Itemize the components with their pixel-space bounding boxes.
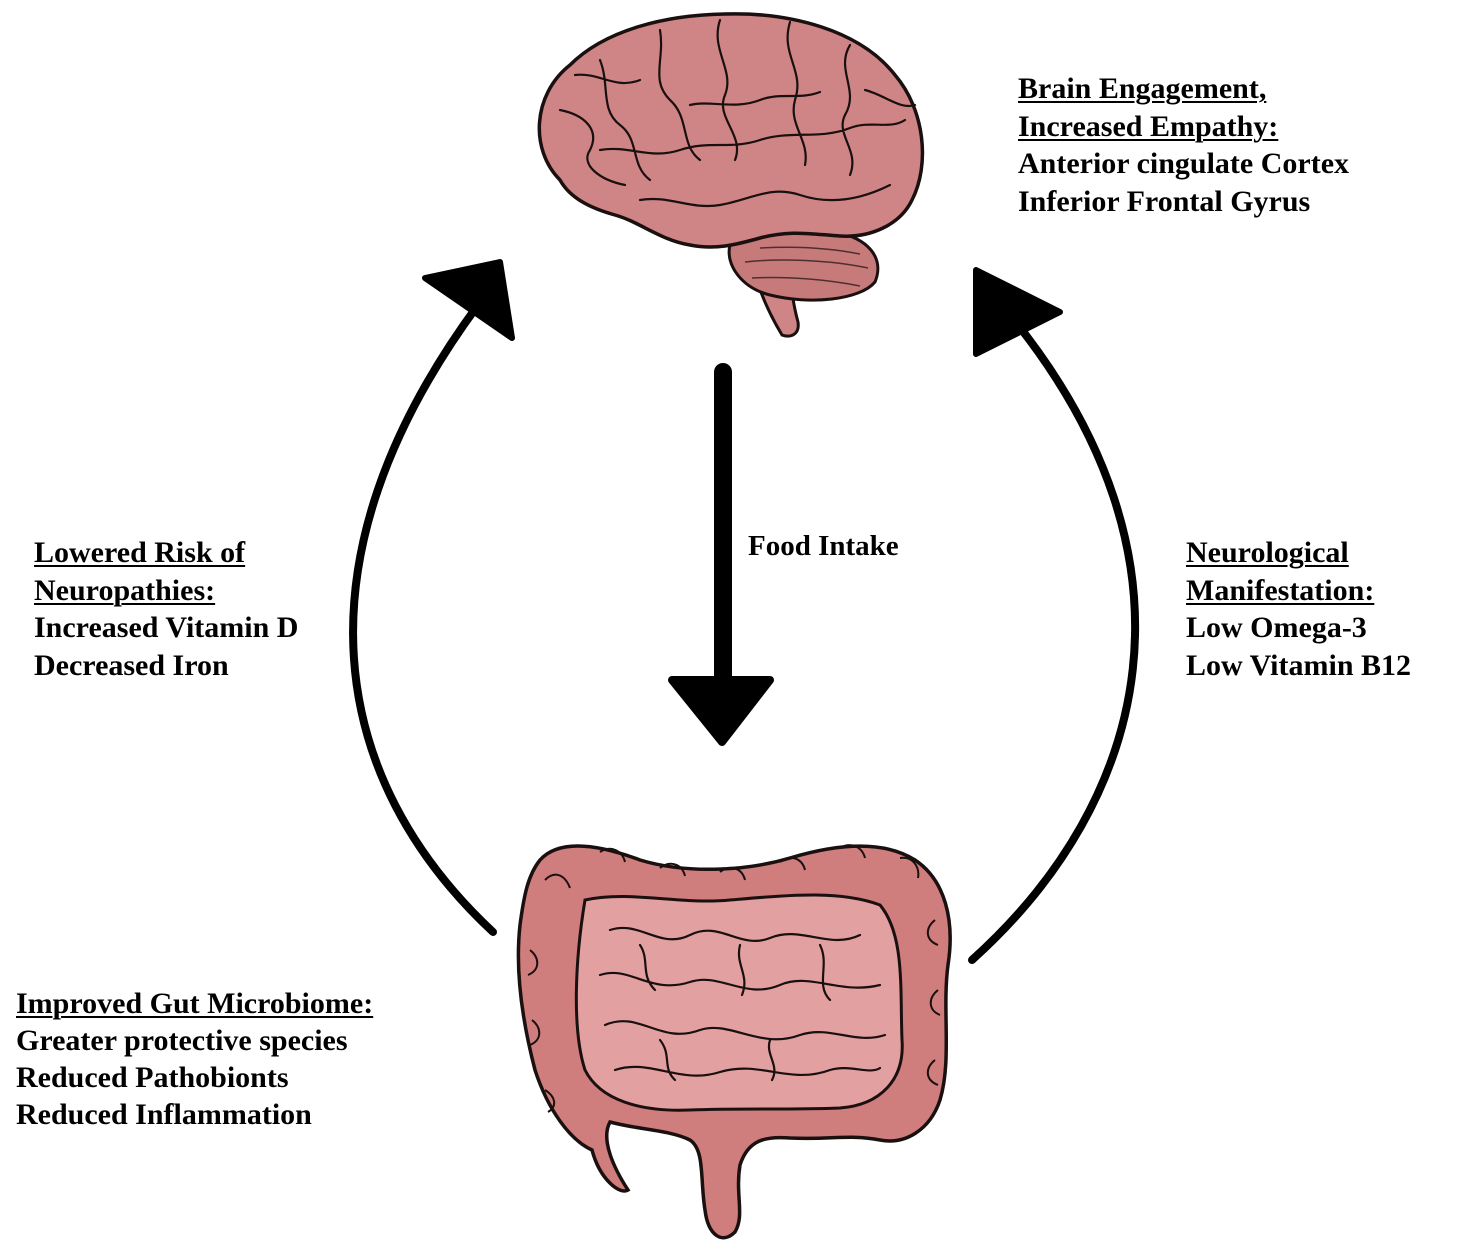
neuropathies-item-1: Increased Vitamin D bbox=[34, 611, 299, 644]
gut-microbiome-item-3: Reduced Inflammation bbox=[16, 1098, 312, 1131]
brain-engagement-item-1: Anterior cingulate Cortex bbox=[1018, 147, 1350, 180]
neurological-heading-1: Neurological bbox=[1186, 536, 1349, 569]
gut-microbiome-heading: Improved Gut Microbiome: bbox=[16, 987, 374, 1020]
brain-engagement-heading-2: Increased Empathy: bbox=[1018, 109, 1279, 143]
neuropathies-heading-2: Neuropathies: bbox=[34, 573, 216, 607]
brain-engagement-item-2: Inferior Frontal Gyrus bbox=[1018, 184, 1311, 218]
gut-microbiome-item-1: Greater protective species bbox=[16, 1024, 348, 1057]
gut-microbiome-item-2: Reduced Pathobionts bbox=[16, 1061, 289, 1094]
neurological-manifestation-label: Neurological Manifestation: Low Omega-3 … bbox=[1186, 534, 1411, 684]
gut-microbiome-label: Improved Gut Microbiome: Greater protect… bbox=[16, 985, 373, 1133]
neurological-item-1: Low Omega-3 bbox=[1186, 611, 1367, 644]
neuropathies-label: Lowered Risk of Neuropathies: Increased … bbox=[34, 534, 298, 684]
right-cycle-arrow bbox=[968, 267, 1140, 964]
food-intake-arrow bbox=[668, 363, 774, 746]
food-intake-label: Food Intake bbox=[748, 530, 899, 562]
intestine-icon bbox=[516, 844, 952, 1240]
neuropathies-item-2: Decreased Iron bbox=[34, 648, 229, 682]
brain-icon bbox=[537, 12, 925, 338]
brain-engagement-label: Brain Engagement, Increased Empathy: Ant… bbox=[1018, 70, 1349, 220]
brain-engagement-heading-1: Brain Engagement, bbox=[1018, 72, 1267, 105]
neurological-item-2: Low Vitamin B12 bbox=[1186, 648, 1412, 682]
neuropathies-heading-1: Lowered Risk of bbox=[34, 536, 246, 569]
left-cycle-arrow bbox=[349, 259, 515, 936]
neurological-heading-2: Manifestation: bbox=[1186, 573, 1375, 607]
